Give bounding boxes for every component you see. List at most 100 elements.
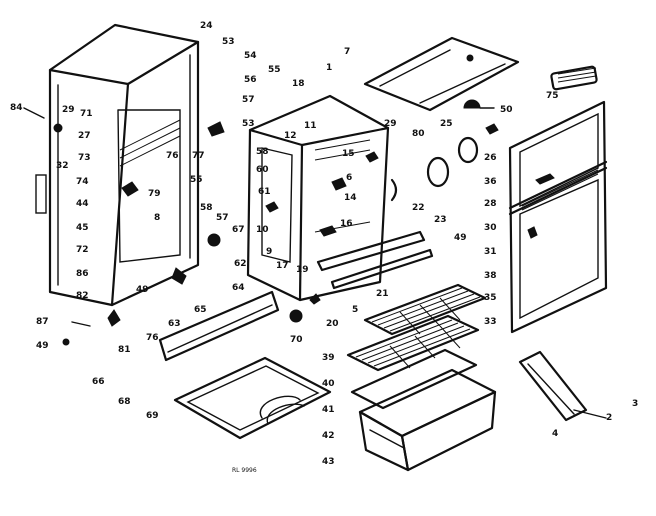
part-label-73: 73 (78, 153, 91, 163)
part-label-23: 23 (434, 215, 447, 225)
part-label-60: 60 (256, 165, 269, 175)
main-cabinet (35, 23, 200, 307)
part-label-7: 7 (344, 47, 350, 57)
part-label-76b: 76 (146, 333, 159, 343)
part-label-57b: 57 (216, 213, 229, 223)
part-label-65: 65 (194, 305, 207, 315)
part-label-75: 75 (546, 91, 559, 101)
part-label-17: 17 (276, 261, 289, 271)
part-label-8: 8 (154, 213, 160, 223)
part-label-55: 55 (268, 65, 281, 75)
part-label-24: 24 (200, 21, 213, 31)
part-label-76: 76 (166, 151, 179, 161)
part-label-29b: 29 (384, 119, 397, 129)
shelf-rails (316, 230, 434, 290)
wire-shelf-lower (346, 314, 480, 372)
part-label-40: 40 (322, 379, 335, 389)
part-label-72: 72 (76, 245, 89, 255)
part-label-63: 63 (168, 319, 181, 329)
part-label-33: 33 (484, 317, 497, 327)
small-hardware-parts (53, 99, 555, 346)
part-label-35: 35 (484, 293, 497, 303)
part-label-44: 44 (76, 199, 89, 209)
part-label-71: 71 (80, 109, 93, 119)
part-label-69: 69 (146, 411, 159, 421)
part-label-66: 66 (92, 377, 105, 387)
part-label-27: 27 (78, 131, 91, 141)
part-label-86: 86 (76, 269, 89, 279)
part-label-61: 61 (258, 187, 271, 197)
part-label-2: 2 (606, 413, 612, 423)
part-label-42: 42 (322, 431, 335, 441)
part-label-14: 14 (344, 193, 357, 203)
part-label-10: 10 (256, 225, 269, 235)
part-label-31: 31 (484, 247, 497, 257)
part-label-55b: 55 (190, 175, 203, 185)
part-label-32: 32 (56, 161, 69, 171)
part-label-41: 41 (322, 405, 335, 415)
part-label-1: 1 (326, 63, 332, 73)
door-bracket (518, 350, 588, 422)
part-label-22: 22 (412, 203, 425, 213)
part-label-81: 81 (118, 345, 131, 355)
part-label-36: 36 (484, 177, 497, 187)
part-label-29: 29 (62, 105, 75, 115)
part-label-5: 5 (352, 305, 358, 315)
part-label-56: 56 (244, 75, 257, 85)
part-label-79: 79 (148, 189, 161, 199)
top-panel (363, 36, 520, 112)
part-label-57: 57 (242, 95, 255, 105)
crisper-pan (358, 368, 497, 472)
freezer-liner (246, 94, 390, 302)
part-number-labels: 24 53 54 55 56 1 7 18 84 29 71 27 32 73 … (10, 21, 638, 474)
part-label-49c: 49 (454, 233, 467, 243)
part-label-54: 54 (244, 51, 257, 61)
part-label-70: 70 (290, 335, 303, 345)
part-label-30: 30 (484, 223, 497, 233)
part-label-25: 25 (440, 119, 453, 129)
part-label-45: 45 (76, 223, 89, 233)
part-label-12: 12 (284, 131, 297, 141)
part-label-64: 64 (232, 283, 245, 293)
part-label-87: 87 (36, 317, 49, 327)
drip-pan (173, 356, 332, 440)
part-label-16: 16 (340, 219, 353, 229)
refrigerator-door (508, 100, 608, 334)
part-label-38: 38 (484, 271, 497, 281)
leader-lines (23, 107, 607, 419)
part-label-49b: 49 (136, 285, 149, 295)
part-label-39: 39 (322, 353, 335, 363)
part-label-58b: 58 (256, 147, 269, 157)
part-label-28: 28 (484, 199, 497, 209)
part-label-4: 4 (552, 429, 558, 439)
part-label-21: 21 (376, 289, 389, 299)
glass-shelf (350, 348, 478, 410)
part-label-15: 15 (342, 149, 355, 159)
part-label-50: 50 (500, 105, 513, 115)
part-label-26: 26 (484, 153, 497, 163)
part-label-3: 3 (632, 399, 638, 409)
part-label-49: 49 (36, 341, 49, 351)
part-label-58: 58 (200, 203, 213, 213)
part-label-80: 80 (412, 129, 425, 139)
part-label-9: 9 (266, 247, 272, 257)
diagram-reference-note: RL 9996 (232, 467, 257, 474)
part-label-82: 82 (76, 291, 89, 301)
wire-shelf-upper (363, 283, 487, 336)
part-label-6: 6 (346, 173, 352, 183)
part-label-84: 84 (10, 103, 23, 113)
vent-grille (550, 65, 598, 91)
part-label-77: 77 (192, 151, 205, 161)
part-label-19: 19 (296, 265, 309, 275)
part-label-11: 11 (304, 121, 317, 131)
part-label-43: 43 (322, 457, 335, 467)
part-label-18: 18 (292, 79, 305, 89)
part-label-67: 67 (232, 225, 245, 235)
part-label-62: 62 (234, 259, 247, 269)
part-label-68: 68 (118, 397, 131, 407)
part-label-74: 74 (76, 177, 89, 187)
part-label-53: 53 (222, 37, 235, 47)
part-label-20: 20 (326, 319, 339, 329)
crisper-front-panel (158, 290, 280, 362)
